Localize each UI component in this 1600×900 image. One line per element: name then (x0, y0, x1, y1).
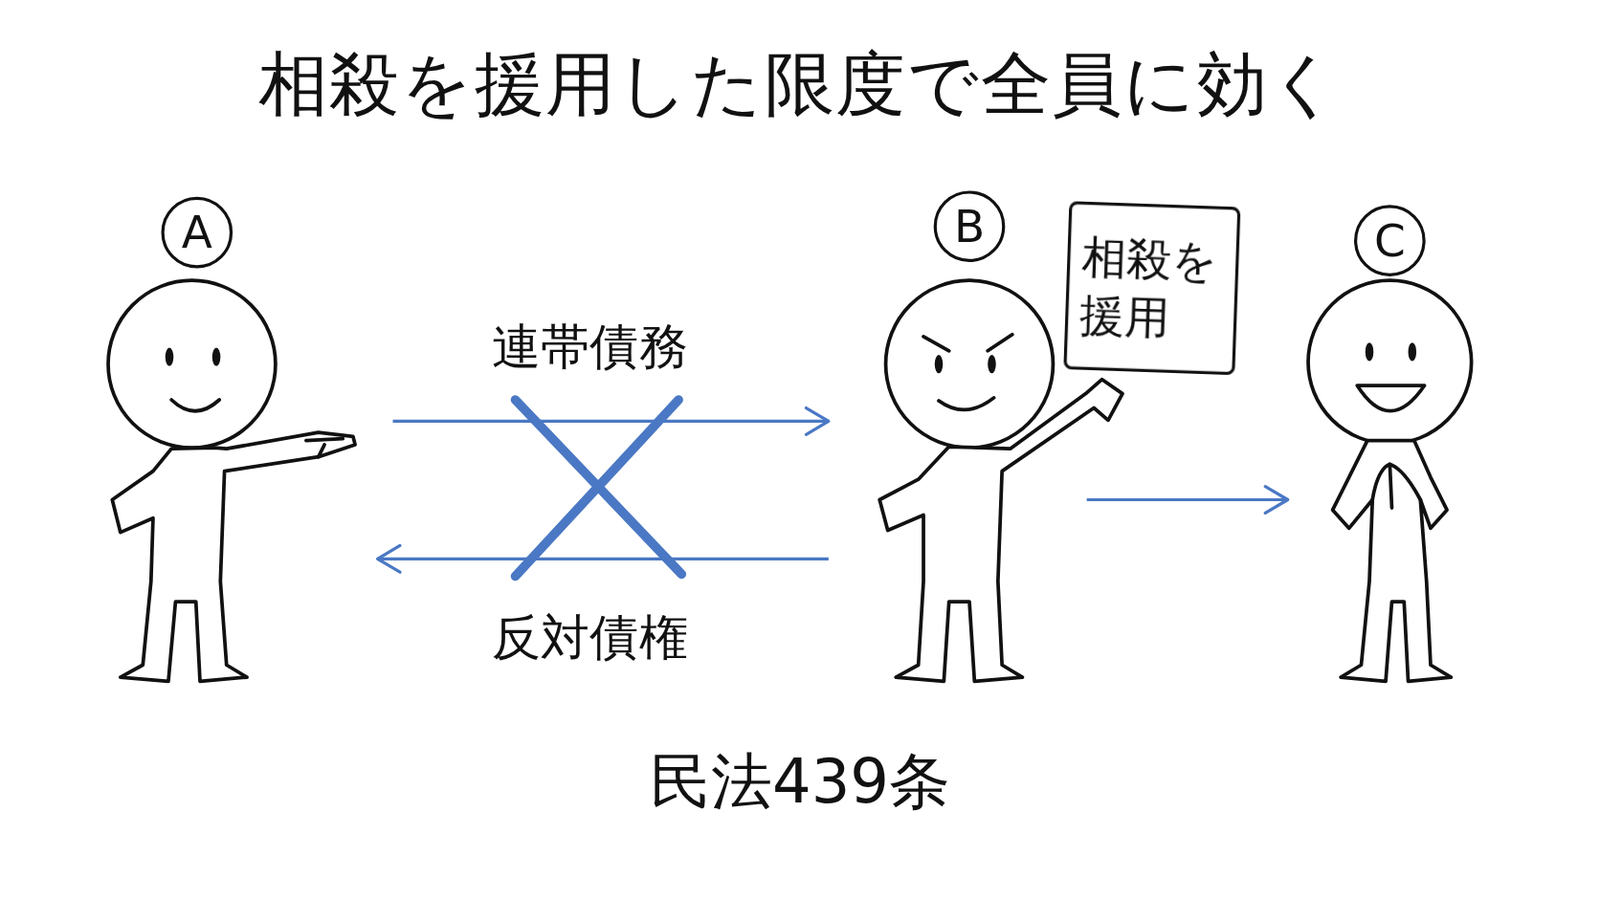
cross-mark (514, 400, 682, 577)
arrow-connector (393, 408, 829, 436)
person-letter: C (1354, 204, 1426, 277)
title: 相殺を援用した限度で全員に効く (0, 43, 1600, 127)
person-b: B (831, 194, 1074, 694)
person-a: A (107, 194, 368, 694)
arrow-line (1087, 498, 1289, 502)
edge-label: 連帯債務 (488, 317, 692, 377)
person-letter: B (933, 190, 1006, 263)
arrow-head (377, 545, 400, 573)
sign-board: 相殺を援用 (1063, 200, 1241, 376)
sign-text: 相殺を援用 (1078, 227, 1225, 350)
arrow-connector (1087, 487, 1289, 514)
caption: 民法439条 (0, 744, 1600, 819)
person-c-figure (1308, 280, 1472, 682)
person-letter: A (160, 197, 233, 269)
arrow-head (805, 408, 828, 436)
arrow-head (1265, 487, 1288, 514)
arrow-line (393, 420, 829, 423)
person-a-figure (108, 280, 356, 682)
arrow-connector (377, 545, 829, 573)
edge-label: 反対債権 (488, 608, 692, 667)
arrow-line (377, 557, 829, 561)
person-c: C (1293, 194, 1483, 694)
